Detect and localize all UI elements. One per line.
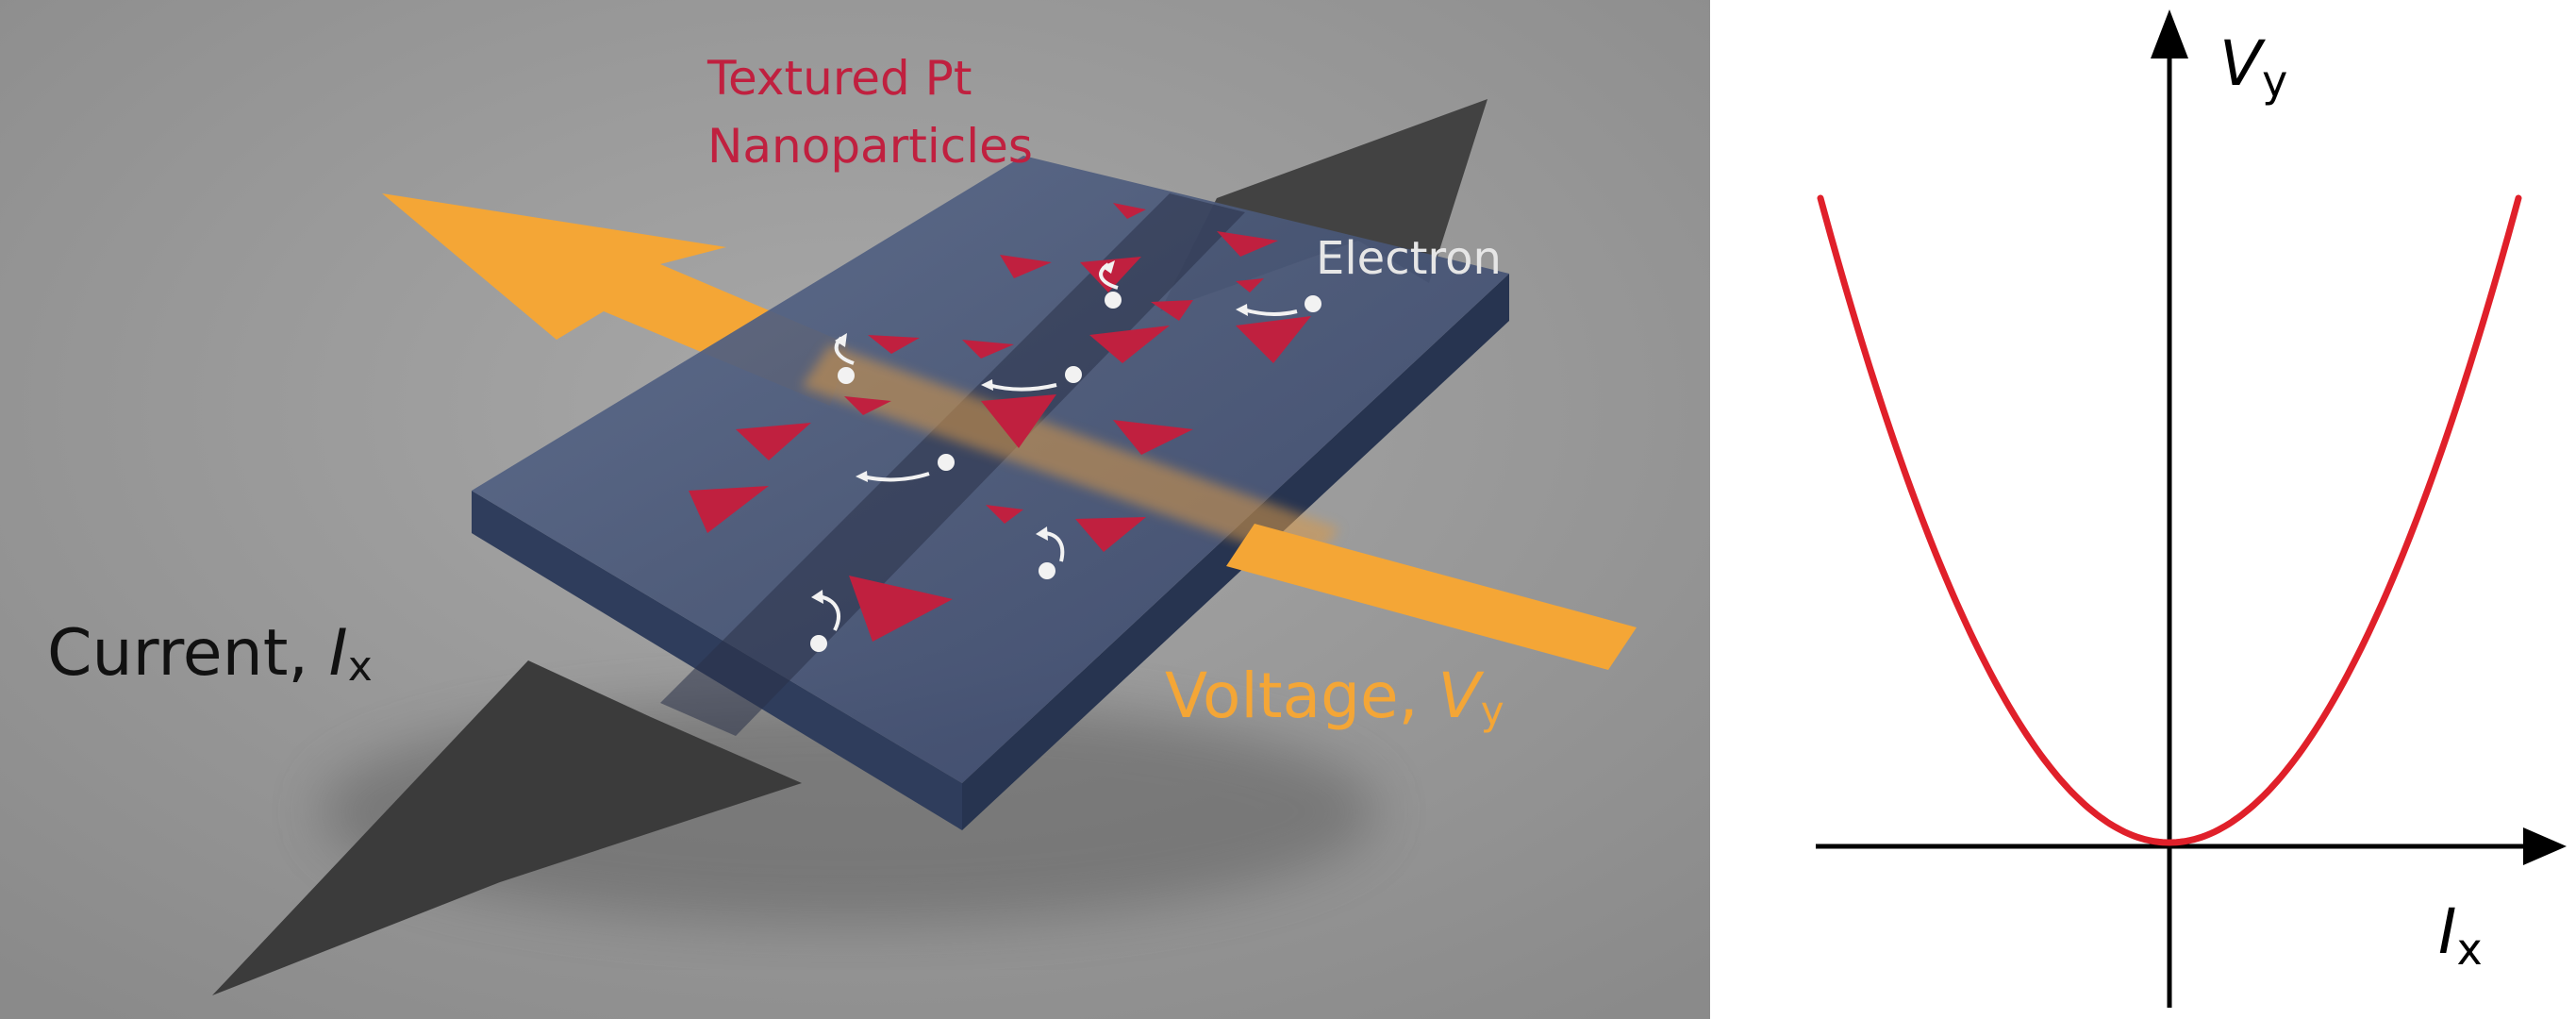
x-axis-arrowhead — [2523, 827, 2567, 865]
nanoparticle — [844, 396, 891, 415]
nanoparticle — [1113, 420, 1193, 455]
electron — [810, 590, 840, 652]
nanoparticle — [1075, 517, 1146, 552]
nanoparticle — [1217, 231, 1278, 257]
voltage-symbol: V — [1438, 660, 1485, 732]
x-axis-label: Ix — [2438, 895, 2483, 975]
pt-nanoparticles — [689, 203, 1311, 642]
electron — [981, 366, 1082, 392]
current-arrow-front — [212, 660, 802, 995]
y-axis-subscript: y — [2262, 56, 2287, 107]
nanoparticle — [986, 505, 1023, 524]
x-axis-symbol: I — [2438, 895, 2456, 968]
current-symbol: I — [329, 616, 348, 691]
electron — [1099, 260, 1122, 309]
nanoparticles-label-line1: Textured Pt — [706, 51, 972, 106]
electron — [1236, 295, 1321, 316]
current-subscript: x — [348, 643, 373, 691]
voltage-path-stripe — [802, 344, 1339, 566]
nanoparticle — [1000, 255, 1052, 278]
y-axis-arrowhead — [2151, 9, 2188, 58]
electron — [834, 333, 855, 384]
nanoparticle — [1080, 257, 1141, 292]
parabola-curve — [1817, 194, 2522, 846]
voltage-arrow-front — [1226, 524, 1637, 670]
nanoparticle — [1236, 278, 1264, 292]
nanoparticle — [981, 394, 1056, 448]
vi-graph: Vy Ix — [1710, 0, 2576, 1019]
current-label: Current, Ix — [47, 616, 373, 691]
y-axis-label: Vy — [2219, 27, 2287, 107]
nanoparticle — [1151, 300, 1193, 321]
electrons — [810, 260, 1321, 652]
nanoparticle — [868, 335, 920, 354]
x-axis-subscript: x — [2456, 924, 2482, 975]
nanoparticle — [849, 576, 953, 642]
nanoparticle — [962, 340, 1014, 359]
nanoparticle — [736, 423, 811, 460]
nanoparticle — [1113, 203, 1146, 219]
y-axis-symbol: V — [2219, 27, 2266, 100]
nanoparticle — [1089, 326, 1170, 363]
current-label-text: Current, — [47, 616, 329, 691]
voltage-subscript: y — [1481, 688, 1504, 734]
electron-label: Electron — [1316, 232, 1502, 285]
electron — [1036, 526, 1065, 579]
nanoparticle — [689, 486, 769, 533]
device-illustration: Textured Pt Nanoparticles Electron Curre… — [0, 0, 1710, 1019]
nanoparticle — [1236, 316, 1311, 363]
electron — [856, 454, 955, 482]
nanoparticles-label-line2: Nanoparticles — [707, 119, 1033, 174]
voltage-label: Voltage, Vy — [1165, 660, 1504, 734]
voltage-label-text: Voltage, — [1165, 660, 1438, 732]
